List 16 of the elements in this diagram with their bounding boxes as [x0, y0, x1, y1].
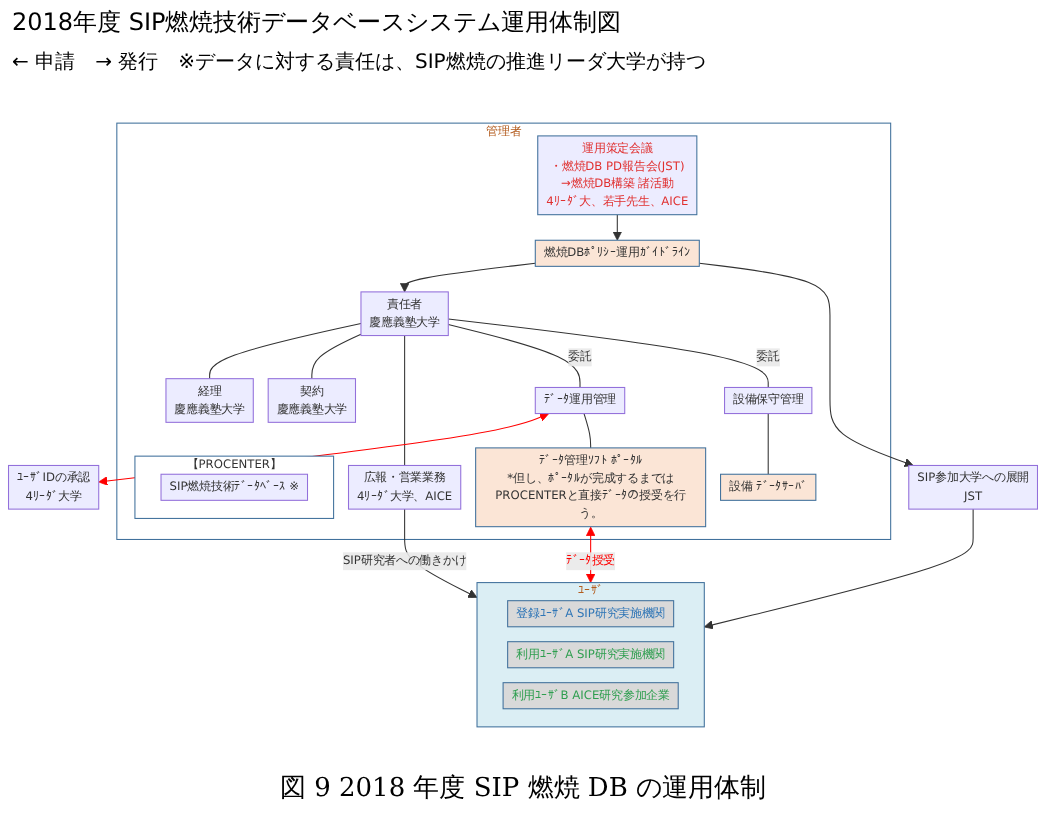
connector	[447, 324, 581, 388]
connector	[767, 413, 769, 475]
note-text: → 発行	[95, 50, 159, 76]
connector	[447, 318, 769, 388]
connector	[404, 335, 406, 466]
note-text: ← 申請	[12, 49, 76, 76]
figure-caption: 図 9 2018 年度 SIP 燃焼 DB の運用体制	[277, 772, 769, 806]
connector	[209, 322, 362, 380]
note-text: ※データに対する責任は、SIP燃焼の推進リーダ大学が持つ	[178, 49, 706, 76]
arrow	[399, 262, 536, 293]
connector	[311, 333, 362, 380]
connector	[583, 413, 592, 449]
arrow	[698, 262, 914, 467]
arrow	[703, 508, 974, 630]
arrow	[612, 214, 622, 241]
diagram-title: 2018年度 SIP燃焼技術データベースシステム運用体制図	[10, 6, 624, 40]
